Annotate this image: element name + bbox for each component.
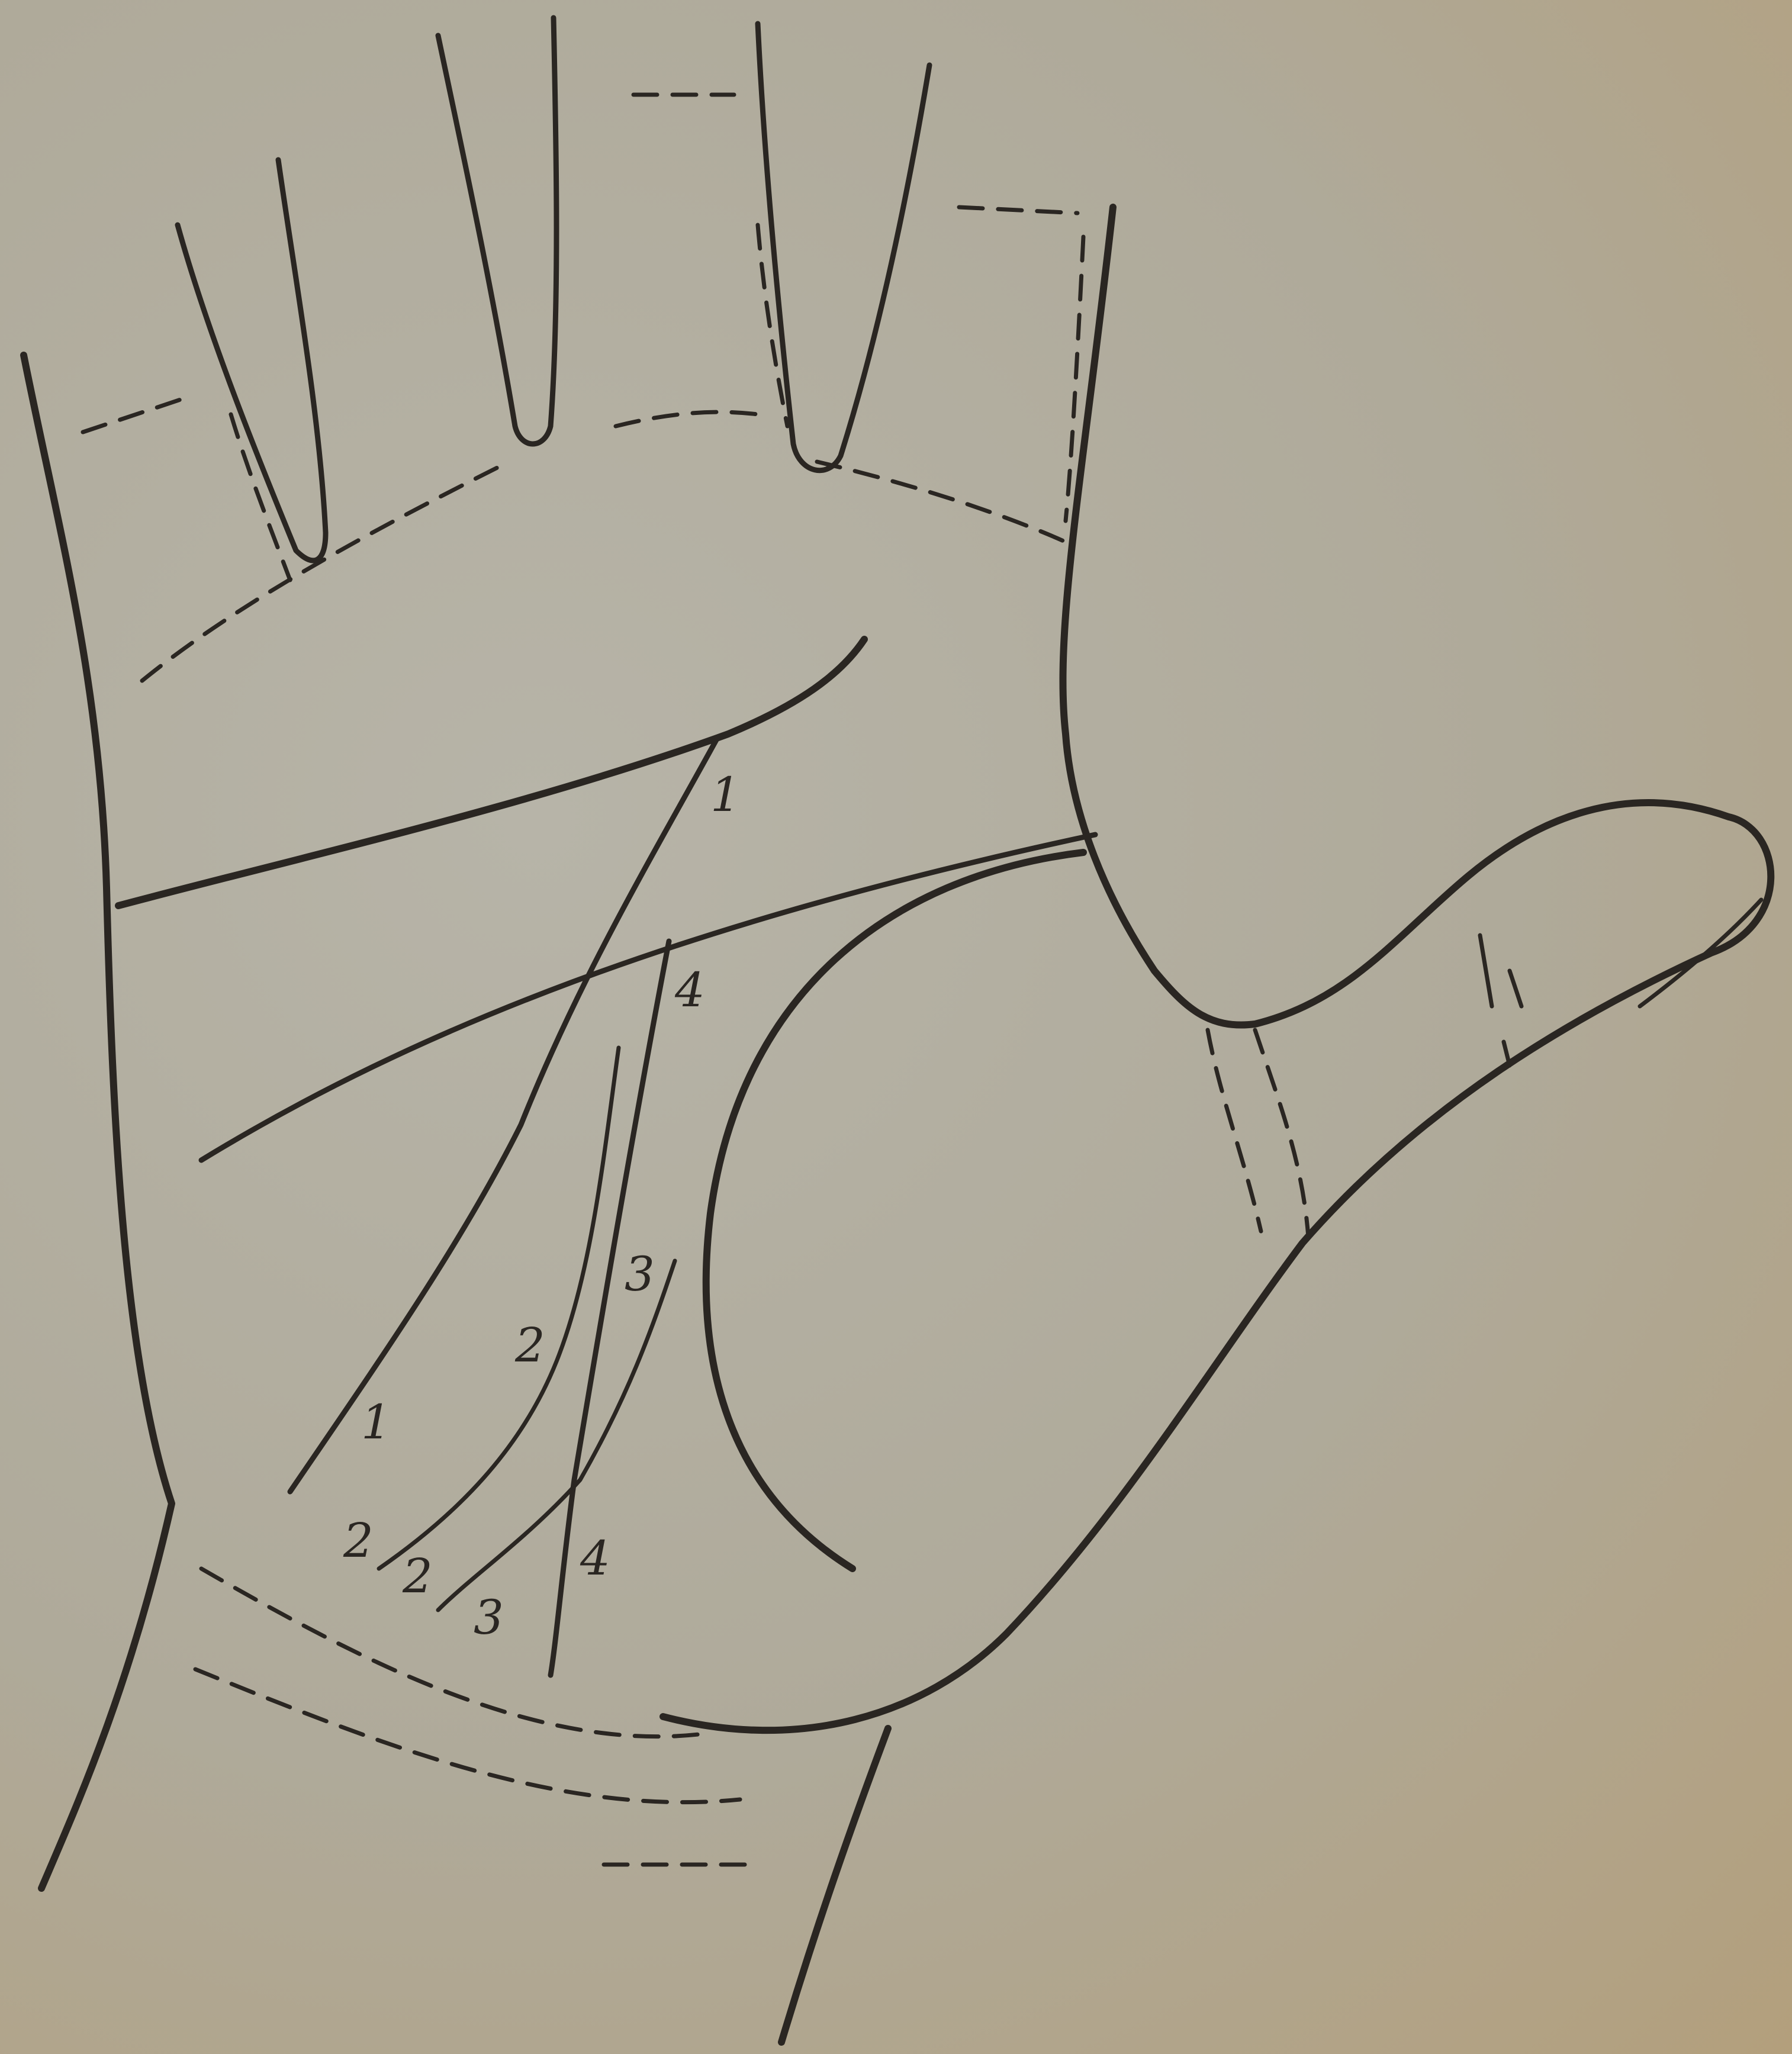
- hand-outline-left: [24, 355, 172, 1888]
- heart-line: [118, 639, 864, 906]
- wrist-right-edge: [781, 1728, 888, 2042]
- label-1-top: 1: [710, 767, 741, 822]
- life-line: [706, 852, 1083, 1569]
- label-3-top: 3: [625, 1247, 655, 1302]
- label-3-bottom: 3: [474, 1590, 504, 1645]
- label-2-left: 2: [343, 1513, 374, 1568]
- label-2-mid: 2: [514, 1318, 545, 1373]
- finger-dash-lines: [231, 225, 1083, 580]
- thumbnail-line: [1640, 900, 1761, 1006]
- little-finger: [178, 160, 326, 561]
- ring-finger: [438, 18, 556, 444]
- line-3: [438, 1261, 675, 1610]
- label-4-top: 4: [674, 962, 705, 1018]
- thumb-crease-dashes: [1208, 1030, 1308, 1237]
- label-1-bottom: 1: [361, 1395, 391, 1450]
- label-4-bottom: 4: [580, 1531, 610, 1586]
- thumb-nail-marks: [1480, 935, 1521, 1065]
- line-1: [290, 740, 716, 1492]
- label-2-right: 2: [402, 1548, 433, 1604]
